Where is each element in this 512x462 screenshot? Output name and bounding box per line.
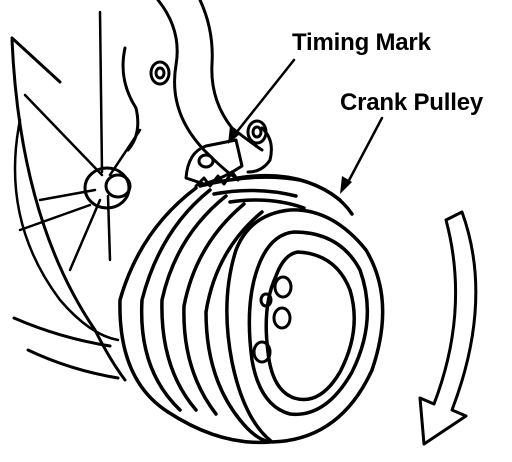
crank-pulley-label: Crank Pulley (340, 89, 483, 116)
fan-assembly (13, 10, 142, 342)
crank-pulley-leader-line (344, 116, 384, 188)
rotation-arrow (418, 210, 478, 446)
timing-mark-label: Timing Mark (292, 29, 431, 56)
timing-mark-leader-line (230, 58, 296, 140)
pulley-face (225, 208, 385, 444)
housing-bolts (149, 60, 268, 145)
timing-mark-arrowhead (228, 126, 240, 144)
fan-hub (83, 166, 132, 210)
pulley-bolts (252, 275, 293, 364)
timing-pointer (184, 138, 244, 188)
engine-block (10, 0, 273, 382)
crank-pulley-arrowhead (340, 176, 352, 194)
crank-pulley (118, 173, 354, 445)
